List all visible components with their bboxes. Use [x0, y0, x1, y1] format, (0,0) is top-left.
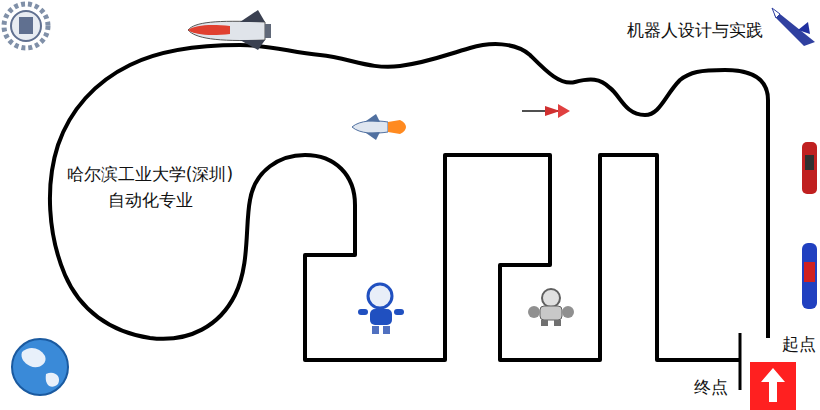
map-title: 机器人设计与实践	[627, 20, 763, 40]
university-logo	[4, 4, 48, 48]
space-shuttle	[188, 10, 271, 50]
start-box	[750, 362, 796, 410]
school-name: 哈尔滨工业大学(深圳)	[67, 164, 233, 184]
finish-bar	[739, 333, 742, 390]
end-label: 终点	[694, 377, 728, 397]
major-name: 自动化专业	[108, 190, 193, 210]
start-arrow	[761, 368, 785, 402]
globe-icon	[12, 339, 68, 395]
start-label: 起点	[782, 334, 816, 354]
race-car-icon	[802, 243, 817, 309]
robot-icon	[358, 284, 404, 334]
dart-icon	[522, 104, 570, 118]
robot-icon	[528, 289, 574, 326]
race-car-icon	[802, 142, 817, 194]
rocket-icon	[772, 8, 815, 46]
track-line	[50, 44, 768, 360]
rocket-icon	[352, 114, 406, 140]
